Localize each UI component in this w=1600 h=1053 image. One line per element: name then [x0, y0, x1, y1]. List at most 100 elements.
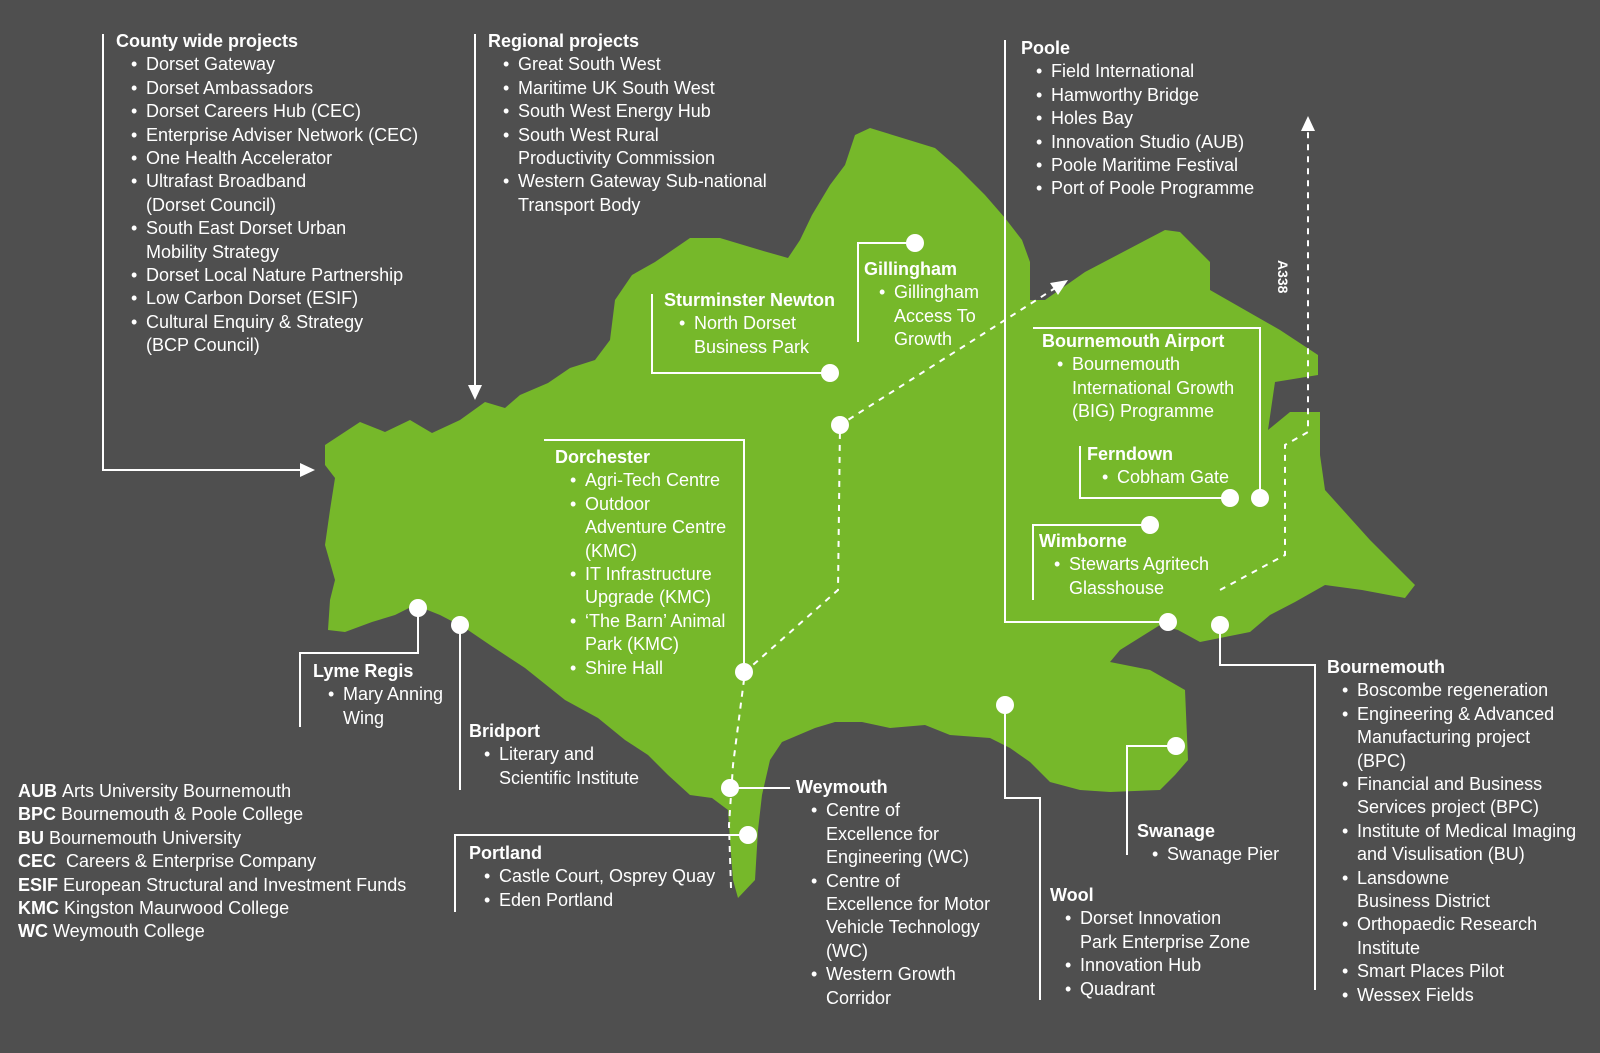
project-item: South West Rural Productivity Commission — [503, 124, 767, 171]
connector-lines — [102, 34, 1316, 1000]
airport-projects: Bournemouth AirportBournemouth Internati… — [1042, 330, 1234, 424]
wool-leader — [1004, 705, 1041, 1000]
project-label: South West Rural Productivity Commission — [518, 124, 716, 169]
project-item: IT Infrastructure Upgrade (KMC) — [570, 563, 726, 610]
project-list: Field InternationalHamworthy BridgeHoles… — [1021, 60, 1255, 201]
marker-wimborne — [1141, 516, 1159, 534]
gillingham-leader — [857, 242, 915, 342]
project-label: One Health Accelerator — [146, 148, 333, 169]
area-title: Sturminster Newton — [664, 290, 836, 310]
project-item: Hamworthy Bridge — [1036, 84, 1254, 108]
project-item: Innovation Hub — [1065, 954, 1250, 978]
project-list: Literary and Scientific Institute — [469, 743, 639, 790]
area-title: Lyme Regis — [313, 661, 414, 681]
project-item: Dorset Gateway — [131, 53, 418, 77]
project-label: Castle Court, Osprey Quay — [499, 866, 716, 887]
marker-swanage — [1167, 737, 1185, 755]
project-list: Castle Court, Osprey QuayEden Portland — [469, 865, 715, 912]
county-wide-projects: County wide projectsDorset GatewayDorset… — [116, 30, 418, 358]
project-list: Bournemouth International Growth (BIG) P… — [1042, 353, 1234, 423]
project-item: ‘The Barn’ Animal Park (KMC) — [570, 610, 726, 657]
marker-bridport — [451, 616, 469, 634]
project-label: Cobham Gate — [1117, 467, 1230, 488]
project-item: Literary and Scientific Institute — [484, 743, 639, 790]
project-label: Literary and Scientific Institute — [499, 744, 640, 788]
project-item: South West Energy Hub — [503, 100, 767, 124]
project-list: Agri-Tech CentreOutdoor Adventure Centre… — [555, 469, 726, 680]
project-label: Quadrant — [1080, 978, 1156, 999]
project-item: Centre of Excellence for Motor Vehicle T… — [811, 870, 990, 964]
project-label: Innovation Studio (AUB) — [1051, 131, 1245, 152]
area-title: Wimborne — [1039, 531, 1127, 551]
project-label: South West Energy Hub — [518, 101, 711, 122]
project-label: Port of Poole Programme — [1051, 178, 1255, 199]
abbreviation-text: Careers & Enterprise Company — [61, 851, 317, 872]
project-label: Lansdowne Business District — [1357, 867, 1491, 912]
project-label: Holes Bay — [1051, 108, 1134, 129]
bournemouth-projects: BournemouthBoscombe regenerationEngineer… — [1327, 656, 1576, 1008]
project-label: Boscombe regeneration — [1357, 680, 1549, 701]
marker-weymouth — [721, 779, 739, 797]
project-item: Western Gateway Sub-national Transport B… — [503, 170, 767, 217]
ferndown-leader — [1079, 446, 1230, 499]
project-item: South East Dorset Urban Mobility Strateg… — [131, 217, 418, 264]
swanage-leader — [1126, 745, 1176, 855]
project-label: ‘The Barn’ Animal Park (KMC) — [585, 610, 726, 655]
project-label: Ultrafast Broadband (Dorset Council) — [146, 171, 307, 215]
county-arrow-line — [102, 34, 305, 471]
project-label: Maritime UK South West — [518, 77, 715, 98]
project-label: Dorset Local Nature Partnership — [146, 265, 404, 286]
project-list: Great South WestMaritime UK South WestSo… — [488, 53, 767, 217]
project-list: Dorset GatewayDorset AmbassadorsDorset C… — [116, 53, 418, 357]
project-label: Enterprise Adviser Network (CEC) — [146, 124, 419, 145]
project-list: Centre of Excellence for Engineering (WC… — [796, 799, 990, 1010]
project-label: Western Growth Corridor — [826, 964, 956, 1008]
marker-sturminster — [821, 364, 839, 382]
marker-gillingham — [906, 234, 924, 252]
project-label: Dorset Gateway — [146, 54, 276, 75]
portland-projects: PortlandCastle Court, Osprey QuayEden Po… — [469, 842, 715, 913]
project-item: Western Growth Corridor — [811, 963, 990, 1010]
regional-arrowhead — [468, 385, 482, 400]
a338-label: A338 — [1275, 260, 1291, 294]
marker-dorchester — [735, 663, 753, 681]
regional-projects: Regional projectsGreat South WestMaritim… — [488, 30, 767, 217]
weymouth-projects: WeymouthCentre of Excellence for Enginee… — [796, 776, 990, 1010]
project-label: Financial and Business Services project … — [1357, 774, 1543, 818]
a338-arrowhead — [1301, 116, 1315, 131]
project-item: Shire Hall — [570, 657, 726, 681]
project-item: Holes Bay — [1036, 107, 1254, 131]
road-arrowhead-north — [1050, 280, 1068, 295]
abbreviation-code: CEC — [18, 851, 57, 872]
project-list: Stewarts Agritech Glasshouse — [1039, 553, 1209, 600]
abbreviation-text: Kingston Maurwood College — [64, 898, 290, 919]
bridport-projects: BridportLiterary and Scientific Institut… — [469, 720, 639, 790]
project-item: Dorset Careers Hub (CEC) — [131, 100, 418, 124]
project-list: Cobham Gate — [1087, 466, 1230, 490]
wool-projects: WoolDorset Innovation Park Enterprise Zo… — [1050, 884, 1250, 1001]
project-item: Engineering & Advanced Manufacturing pro… — [1342, 703, 1576, 773]
project-item: Dorset Ambassadors — [131, 77, 418, 101]
project-label: Orthopaedic Research Institute — [1357, 914, 1538, 958]
ferndown-projects: FerndownCobham Gate — [1087, 443, 1229, 490]
project-item: Orthopaedic Research Institute — [1342, 913, 1576, 960]
project-label: Western Gateway Sub-national Transport B… — [518, 171, 767, 215]
project-item: Stewarts Agritech Glasshouse — [1054, 553, 1209, 600]
project-item: Enterprise Adviser Network (CEC) — [131, 124, 419, 148]
project-label: Outdoor Adventure Centre (KMC) — [585, 493, 727, 561]
project-list: Dorset Innovation Park Enterprise ZoneIn… — [1050, 907, 1250, 1001]
project-item: Gillingham Access To Growth — [879, 281, 979, 351]
project-item: Bournemouth International Growth (BIG) P… — [1057, 353, 1234, 423]
swanage-projects: SwanageSwanage Pier — [1137, 820, 1279, 867]
abbreviation-code: BPC — [18, 804, 57, 825]
gillingham-projects: GillinghamGillingham Access To Growth — [864, 258, 979, 352]
abbreviation-text: European Structural and Investment Funds — [63, 874, 407, 895]
area-title: Weymouth — [796, 777, 888, 797]
area-title: Gillingham — [864, 259, 958, 279]
project-item: Quadrant — [1065, 978, 1250, 1002]
